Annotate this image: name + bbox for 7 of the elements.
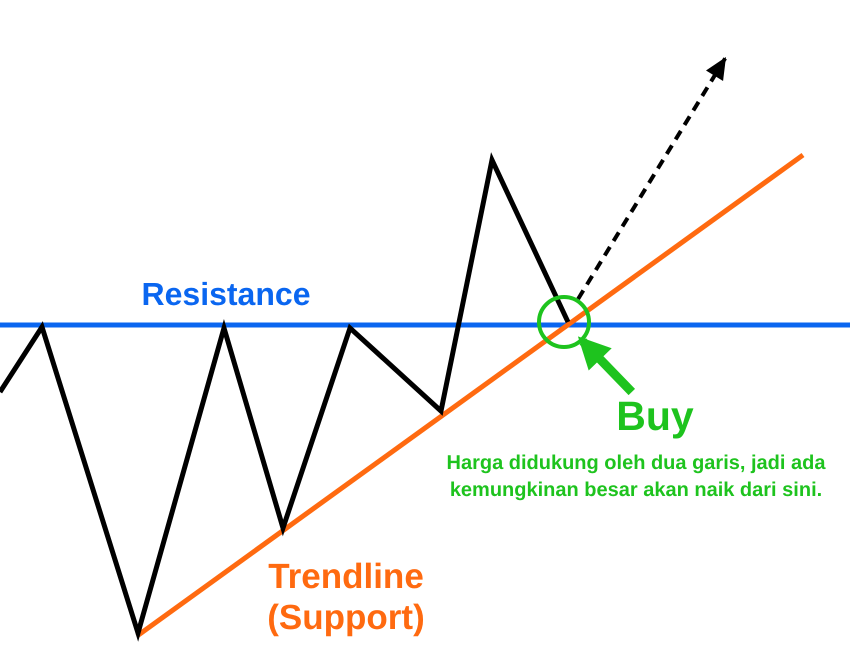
dashed-arrow: [576, 56, 728, 300]
highlight-circle: [537, 295, 591, 349]
trendline-label: Trendline (Support): [267, 556, 425, 638]
note-text: Harga didukung oleh dua garis, jadi ada kemungkinan besar akan naik dari sini.: [446, 451, 827, 503]
resistance-label: Resistance: [142, 275, 310, 313]
arrow: [578, 336, 636, 396]
buy-label: Buy: [616, 392, 694, 440]
